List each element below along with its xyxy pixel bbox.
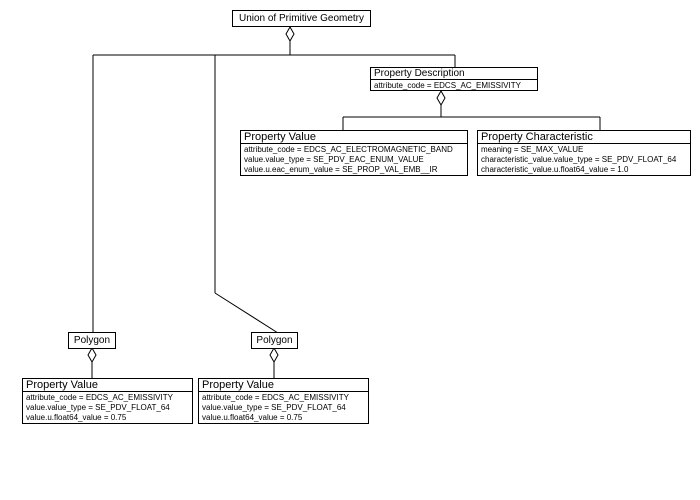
class-title: Property Value — [241, 131, 467, 144]
attribute-line: attribute_code = EDCS_AC_EMISSIVITY — [26, 393, 173, 402]
attribute-line: meaning = SE_MAX_VALUE — [481, 145, 584, 154]
attribute-line: value.value_type = SE_PDV_FLOAT_64 — [26, 403, 170, 412]
class-title: Property Description — [371, 68, 537, 80]
attribute-line: attribute_code = EDCS_AC_ELECTROMAGNETIC… — [244, 145, 453, 154]
class-attributes: attribute_code = EDCS_AC_ELECTROMAGNETIC… — [241, 144, 467, 175]
class-box-property-description: Property Description attribute_code = ED… — [370, 67, 538, 91]
class-box-union-of-primitive-geometry: Union of Primitive Geometry — [232, 10, 371, 27]
class-box-polygon-left: Polygon — [68, 332, 116, 349]
attribute-line: value.u.float64_value = 0.75 — [202, 413, 303, 422]
attribute-line: value.u.float64_value = 0.75 — [26, 413, 127, 422]
attribute-line: value.value_type = SE_PDV_EAC_ENUM_VALUE — [244, 155, 424, 164]
attribute-line: attribute_code = EDCS_AC_EMISSIVITY — [374, 81, 521, 90]
attribute-line: attribute_code = EDCS_AC_EMISSIVITY — [202, 393, 349, 402]
class-title: Union of Primitive Geometry — [238, 13, 365, 24]
class-title: Property Value — [23, 379, 192, 392]
class-title: Polygon — [73, 335, 111, 346]
class-box-property-value-middle: Property Value attribute_code = EDCS_AC_… — [198, 378, 369, 424]
aggregation-diamond — [87, 346, 97, 364]
class-attributes: attribute_code = EDCS_AC_EMISSIVITY — [371, 80, 537, 91]
attribute-line: characteristic_value.u.float64_value = 1… — [481, 165, 629, 174]
aggregation-diamond — [436, 89, 446, 107]
class-box-property-value-left: Property Value attribute_code = EDCS_AC_… — [22, 378, 193, 424]
class-box-property-characteristic: Property Characteristic meaning = SE_MAX… — [477, 130, 691, 176]
class-attributes: attribute_code = EDCS_AC_EMISSIVITY valu… — [23, 392, 192, 423]
class-title: Polygon — [256, 335, 293, 346]
aggregation-diamond — [269, 346, 279, 364]
class-attributes: attribute_code = EDCS_AC_EMISSIVITY valu… — [199, 392, 368, 423]
aggregation-diamond — [285, 25, 295, 43]
class-title: Property Characteristic — [478, 131, 690, 144]
connector-diagonal — [214, 292, 279, 334]
class-title: Property Value — [199, 379, 368, 392]
attribute-line: value.u.eac_enum_value = SE_PROP_VAL_EMB… — [244, 165, 438, 174]
class-box-polygon-middle: Polygon — [251, 332, 298, 349]
attribute-line: value.value_type = SE_PDV_FLOAT_64 — [202, 403, 346, 412]
class-attributes: meaning = SE_MAX_VALUE characteristic_va… — [478, 144, 690, 175]
attribute-line: characteristic_value.value_type = SE_PDV… — [481, 155, 677, 164]
class-box-property-value-band: Property Value attribute_code = EDCS_AC_… — [240, 130, 468, 176]
